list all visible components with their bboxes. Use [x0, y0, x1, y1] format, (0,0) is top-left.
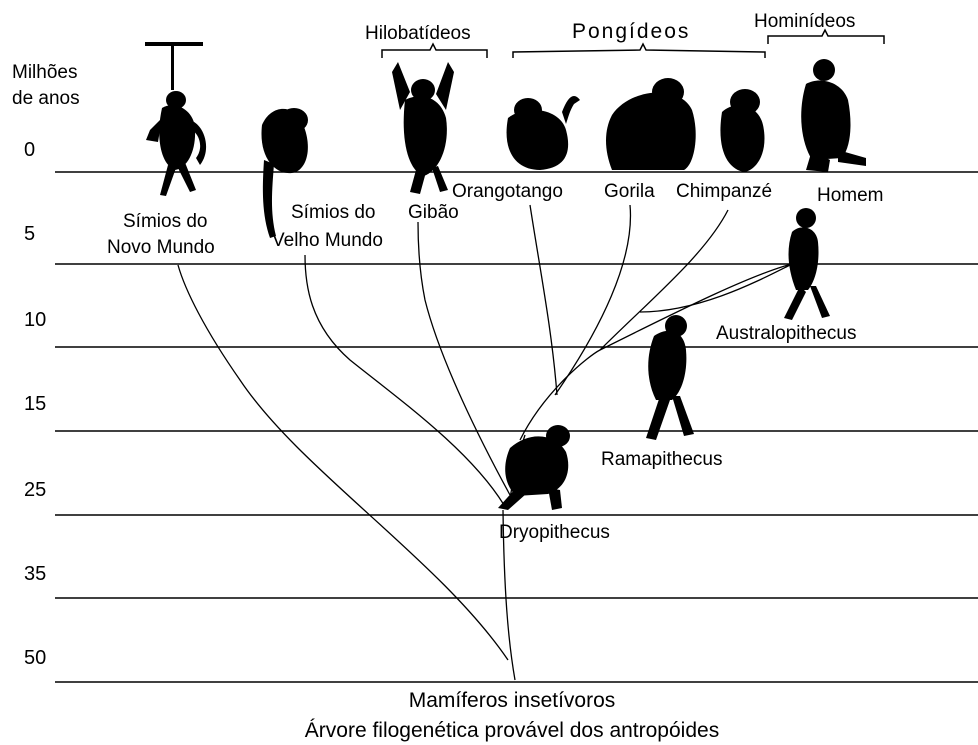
taxon-label-old-world-2: Velho Mundo: [272, 230, 383, 251]
silhouettes: [145, 42, 866, 510]
time-tick-label: 15: [24, 393, 46, 415]
taxon-label-human: Homem: [817, 185, 884, 206]
bracket-pongids: [512, 42, 766, 58]
diagram-caption: Árvore filogenética provável dos antropó…: [305, 719, 719, 742]
bracket-hylobatids: [381, 42, 488, 58]
australopithecus-silhouette: [784, 208, 830, 320]
taxon-label-dryopithecus: Dryopithecus: [499, 522, 610, 543]
taxon-label-ramapithecus: Ramapithecus: [601, 449, 722, 470]
time-tick-label: 35: [24, 563, 46, 585]
bracket-hominids: [767, 28, 885, 44]
taxon-label-australopithecus: Australopithecus: [716, 323, 856, 344]
branch-great-apes: [519, 349, 601, 441]
branch-gibbon: [417, 221, 511, 496]
branch-trunk: [502, 509, 516, 681]
branch-orangutan: [529, 204, 558, 396]
ramapithecus-silhouette: [646, 315, 694, 440]
group-label-pongids: Pongídeos: [572, 20, 690, 43]
time-tick-label: 0: [24, 139, 35, 161]
time-lines: [55, 171, 978, 683]
time-tick-label: 10: [24, 309, 46, 331]
axis-title-line1: Milhões: [12, 62, 77, 83]
branch-new-world: [177, 264, 509, 661]
human-silhouette: [801, 59, 866, 172]
taxon-label-new-world-1: Símios do: [123, 211, 207, 232]
taxon-label-gibbon: Gibão: [408, 202, 459, 223]
time-tick-label: 25: [24, 479, 46, 501]
branch-gorilla: [554, 204, 632, 396]
new-world-monkey-silhouette: [145, 42, 207, 196]
chimpanzee-silhouette: [720, 89, 765, 172]
phylogeny-branches: [177, 204, 801, 681]
taxon-label-old-world-1: Símios do: [291, 202, 375, 223]
taxon-label-insectivores: Mamíferos insetívoros: [409, 689, 616, 712]
gorilla-silhouette: [606, 78, 696, 170]
taxon-label-chimpanzee: Chimpanzé: [676, 181, 772, 202]
group-brackets: [381, 28, 885, 58]
branch-chimpanzee: [599, 209, 729, 351]
branch-old-world: [304, 254, 505, 506]
taxon-label-gorilla: Gorila: [604, 181, 655, 202]
group-label-hylobatids: Hilobatídeos: [365, 23, 471, 44]
group-label-hominids: Hominídeos: [754, 11, 855, 32]
taxon-label-new-world-2: Novo Mundo: [107, 237, 215, 258]
axis-title-line2: de anos: [12, 88, 80, 109]
dryopithecus-silhouette: [498, 425, 570, 510]
branch-human: [599, 261, 801, 351]
taxon-label-orangutan: Orangotango: [452, 181, 563, 202]
time-tick-label: 50: [24, 647, 46, 669]
old-world-monkey-silhouette: [261, 108, 308, 238]
time-tick-label: 5: [24, 223, 35, 245]
gibbon-silhouette: [392, 62, 454, 194]
orangutan-silhouette: [506, 96, 580, 170]
branch-ramapithecus: [639, 264, 791, 313]
